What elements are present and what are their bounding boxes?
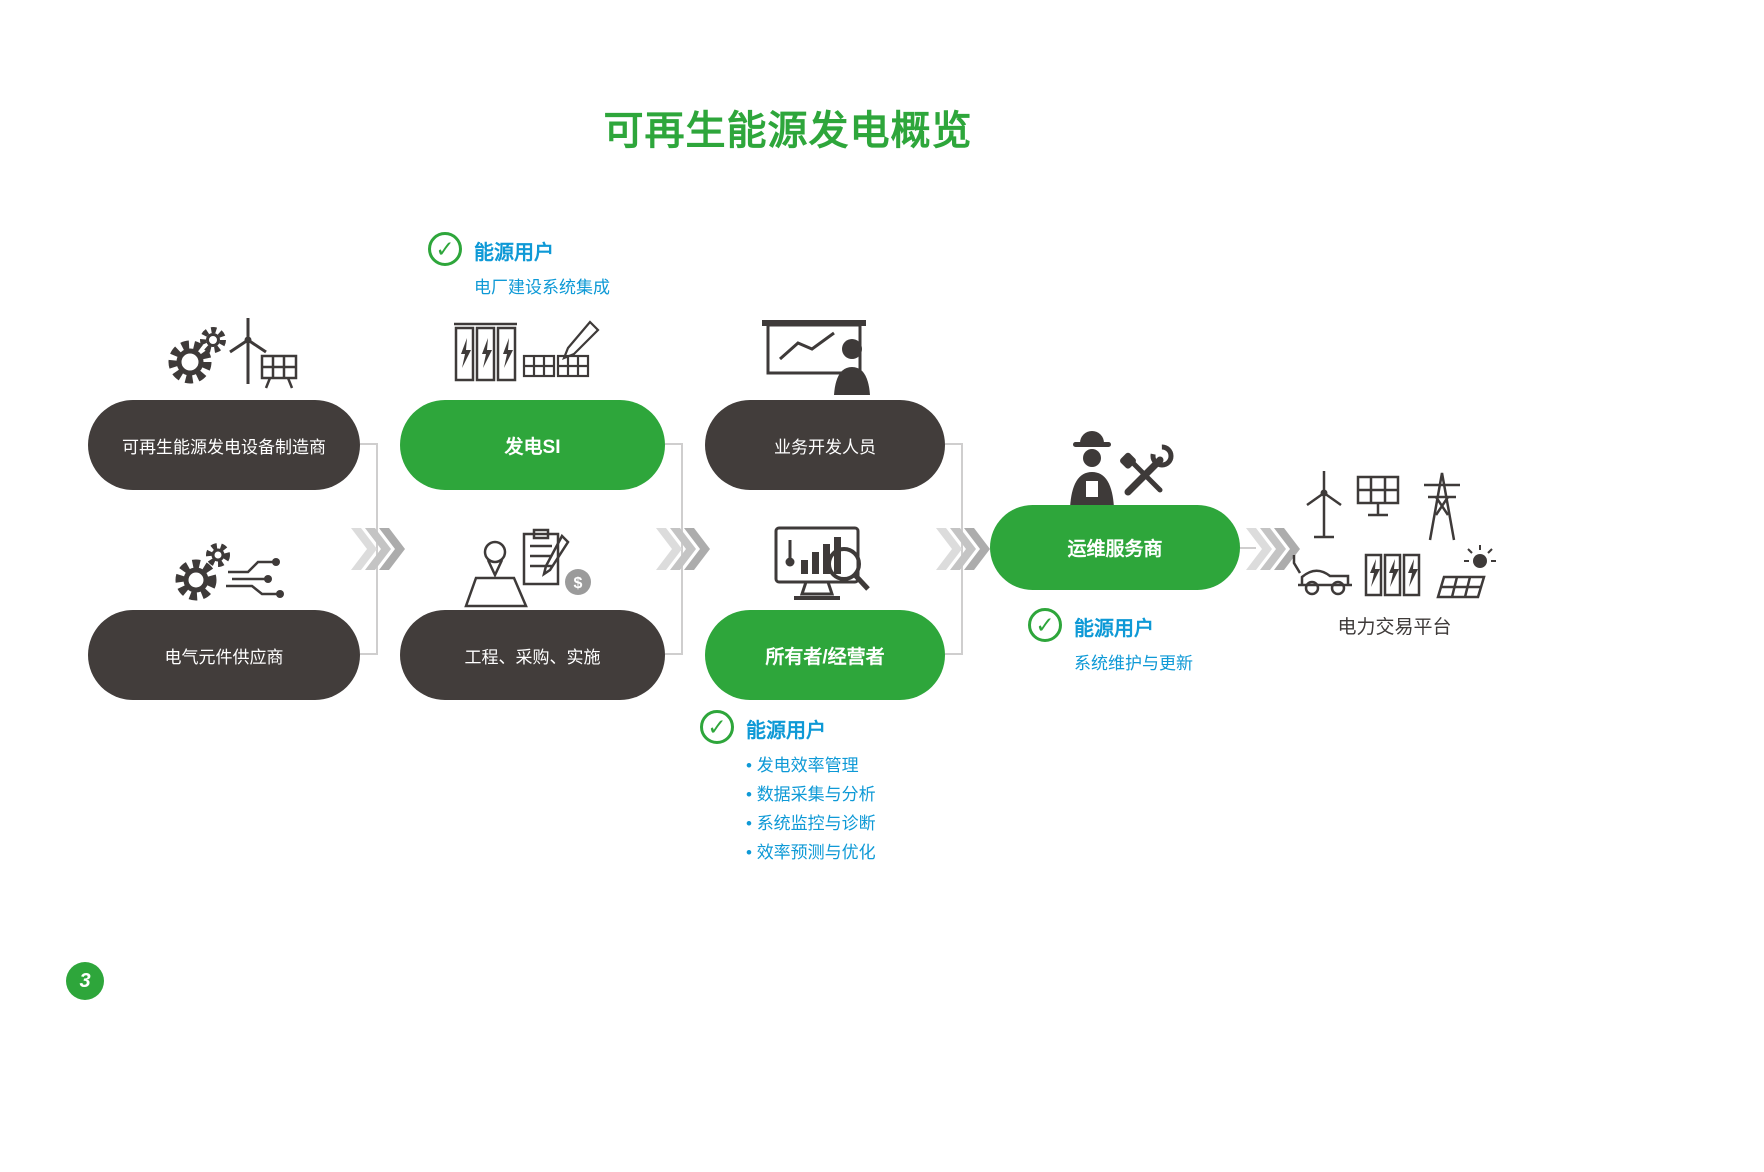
connector-stub-4 <box>1240 547 1256 549</box>
gear-turbine-solar-icon <box>160 312 300 402</box>
callout-bullet-list: 发电效率管理 数据采集与分析 系统监控与诊断 效率预测与优化 <box>746 751 876 867</box>
chevron-arrow-icon <box>1246 528 1302 575</box>
check-icon: ✓ <box>700 710 734 744</box>
node-component-supplier: 电气元件供应商 <box>88 610 360 700</box>
page-number-badge: 3 <box>66 962 104 1000</box>
node-owner-operator: 所有者/经营者 <box>705 610 945 700</box>
callout-desc: 电厂建设系统集成 <box>474 278 610 297</box>
node-generation-si: 发电SI <box>400 400 665 490</box>
trading-platform-label: 电力交易平台 <box>1337 617 1452 638</box>
callout-generation-si: ✓ 能源用户 电厂建设系统集成 <box>428 232 610 298</box>
chevron-arrow-icon <box>656 528 712 575</box>
presenter-whiteboard-icon <box>762 315 887 400</box>
bullet-item: 数据采集与分析 <box>746 780 876 809</box>
callout-om-provider: ✓ 能源用户 系统维护与更新 <box>1028 608 1193 674</box>
battery-solar-pencil-icon <box>452 320 602 403</box>
map-checklist-dollar-icon: $ <box>462 528 597 615</box>
monitoring-magnifier-icon <box>768 524 880 613</box>
callout-title: 能源用户 <box>474 242 554 264</box>
page-title: 可再生能源发电概览 <box>603 109 973 153</box>
node-epc: 工程、采购、实施 <box>400 610 665 700</box>
bullet-item: 系统监控与诊断 <box>746 809 876 838</box>
callout-title: 能源用户 <box>1074 618 1154 640</box>
callout-desc: 系统维护与更新 <box>1074 654 1193 673</box>
chevron-arrow-icon <box>936 528 992 575</box>
callout-owner-operator: ✓ 能源用户 发电效率管理 数据采集与分析 系统监控与诊断 效率预测与优化 <box>700 710 876 867</box>
node-manufacturer: 可再生能源发电设备制造商 <box>88 400 360 490</box>
node-om-provider: 运维服务商 <box>990 505 1240 590</box>
maintenance-worker-tools-icon <box>1058 430 1178 513</box>
callout-title: 能源用户 <box>746 720 826 742</box>
energy-assets-icon <box>1292 455 1497 610</box>
gear-circuit-icon <box>168 532 298 617</box>
check-icon: ✓ <box>428 232 462 266</box>
node-business-developer: 业务开发人员 <box>705 400 945 490</box>
chevron-arrow-icon <box>351 528 407 575</box>
check-icon: ✓ <box>1028 608 1062 642</box>
bullet-item: 发电效率管理 <box>746 751 876 780</box>
svg-text:$: $ <box>574 575 583 592</box>
bullet-item: 效率预测与优化 <box>746 838 876 867</box>
